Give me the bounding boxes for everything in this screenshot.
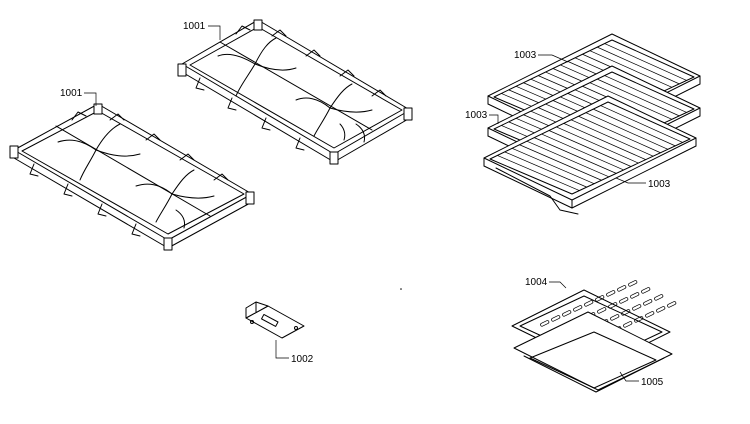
grate-1001-lower[interactable] [9,103,255,251]
oven-rack-1003-bottom[interactable] [483,95,697,215]
label-1003-top: 1003 [514,50,537,61]
label-1004: 1004 [525,277,548,288]
label-1005: 1005 [641,377,664,388]
label-1001-upper: 1001 [183,21,206,32]
label-1003-middle: 1003 [465,110,488,121]
label-1002: 1002 [291,354,314,365]
bracket-1002[interactable] [245,301,305,339]
broil-pan-1005[interactable] [513,311,673,393]
label-1003-bottom: 1003 [648,179,671,190]
label-1001-lower: 1001 [60,88,83,99]
grate-1001-upper[interactable] [177,19,413,165]
